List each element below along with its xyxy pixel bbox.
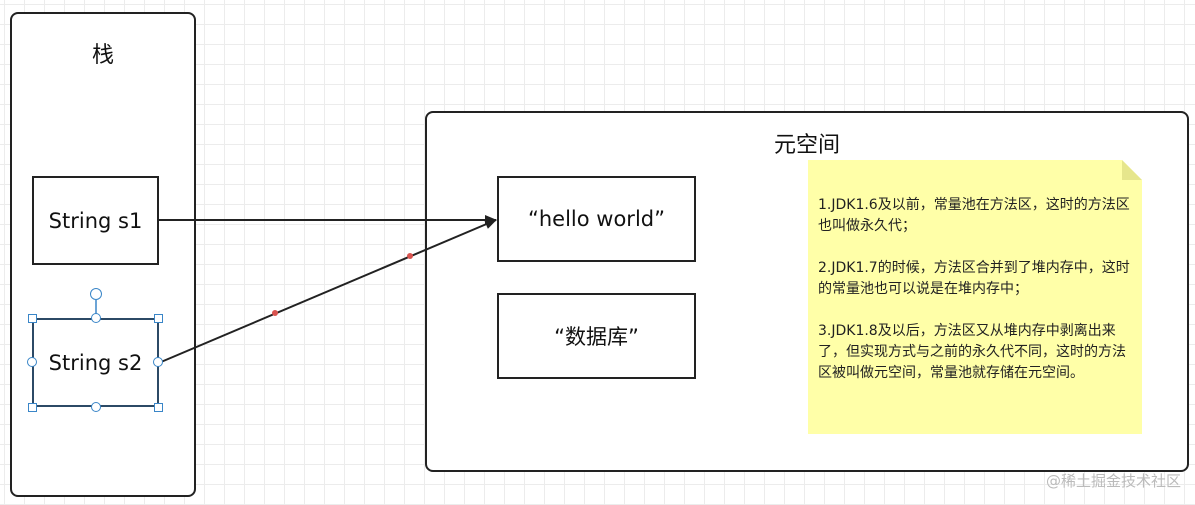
note-paragraph: 1.JDK1.6及以前，常量池在方法区，这时的方法区也叫做永久代；	[818, 197, 1130, 234]
resize-handle-bottom[interactable]	[91, 402, 101, 412]
note-paragraph: 3.JDK1.8及以后，方法区又从堆内存中剥离出来了，但实现方式与之前的永久代不…	[818, 323, 1126, 381]
resize-handle-bottom-left[interactable]	[28, 403, 37, 412]
edge-waypoint[interactable]	[272, 310, 278, 316]
resize-handle-top-right[interactable]	[154, 314, 163, 323]
metaspace-item-database-label: “数据库”	[554, 325, 639, 349]
stack-item-s1[interactable]: String s1	[32, 176, 159, 265]
stack-item-s1-label: String s1	[48, 208, 143, 233]
stack-item-s2-label: String s2	[48, 350, 143, 375]
stack-item-s2[interactable]: String s2	[32, 318, 159, 407]
metaspace-title: 元空间	[773, 133, 841, 158]
metaspace-item-hello-world-label: “hello world”	[527, 207, 665, 231]
metaspace-item-hello-world[interactable]: “hello world”	[497, 176, 696, 262]
metaspace-item-database[interactable]: “数据库”	[497, 293, 696, 379]
resize-handle-bottom-right[interactable]	[154, 403, 163, 412]
edge-waypoint[interactable]	[407, 253, 413, 259]
watermark: @稀土掘金技术社区	[1045, 472, 1181, 490]
resize-handle-top[interactable]	[91, 313, 101, 323]
resize-handle-left[interactable]	[27, 357, 37, 367]
rotate-handle[interactable]	[90, 288, 102, 300]
stack-title: 栈	[91, 43, 115, 68]
note-paragraph: 2.JDK1.7的时候，方法区合并到了堆内存中，这时的常量池也可以说是在堆内存中…	[818, 260, 1130, 297]
resize-handle-right[interactable]	[153, 357, 163, 367]
resize-handle-top-left[interactable]	[28, 314, 37, 323]
note-text: 1.JDK1.6及以前，常量池在方法区，这时的方法区也叫做永久代； 2.JDK1…	[818, 195, 1133, 405]
